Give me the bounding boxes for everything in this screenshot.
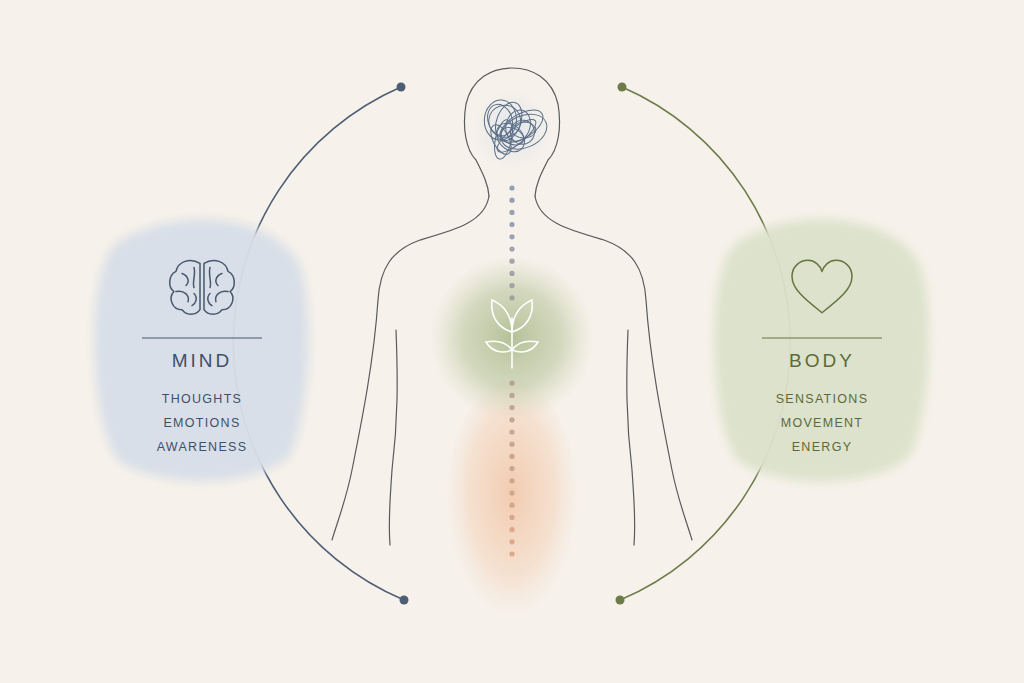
- spine-dot: [509, 295, 514, 300]
- spine-dot: [509, 405, 514, 410]
- spine-dot: [509, 490, 514, 495]
- divider-rule: [142, 337, 262, 338]
- brain-icon: [170, 261, 235, 315]
- head-glow: [472, 90, 552, 170]
- spine-dot: [509, 527, 514, 532]
- scribble-loop: [484, 101, 517, 139]
- spine-dot: [509, 417, 514, 422]
- lower-glow: [446, 380, 578, 630]
- concept-node: BODY SENSATIONS MOVEMENT ENERGY: [712, 212, 932, 489]
- spine-dot: [509, 429, 514, 434]
- spine-dot: [509, 222, 514, 227]
- arc-dot: [400, 596, 409, 605]
- leaf-icon: [486, 300, 538, 368]
- node-items: SENSATIONS MOVEMENT ENERGY: [776, 387, 869, 459]
- spine-dot: [509, 283, 514, 288]
- arc-dot: [397, 83, 406, 92]
- spine-dot: [509, 515, 514, 520]
- spine-dot: [509, 393, 514, 398]
- scribble-loop: [496, 108, 553, 156]
- heart-icon: [792, 260, 852, 312]
- spine-dot: [509, 271, 514, 276]
- scribble-loop: [502, 107, 534, 144]
- heart-glow: [430, 256, 594, 420]
- spine-dot: [509, 381, 514, 386]
- node-heading: BODY: [712, 349, 932, 373]
- arc-dot: [616, 596, 625, 605]
- spine-dot: [509, 503, 514, 508]
- divider-rule: [762, 337, 882, 338]
- concept-node: MIND THOUGHTS EMOTIONS AWARENESS: [92, 212, 312, 489]
- spine-dot: [509, 454, 514, 459]
- node-heading: MIND: [92, 349, 312, 373]
- spine-dot: [509, 442, 514, 447]
- spine-dot: [509, 210, 514, 215]
- scribble-loop: [482, 99, 527, 144]
- spine-dot: [509, 198, 514, 203]
- arc-dot: [618, 83, 627, 92]
- person-outline: [332, 68, 692, 545]
- scribble-loop: [491, 99, 527, 145]
- spine-dot: [509, 185, 514, 190]
- spine-dot: [509, 551, 514, 556]
- spine-dot: [509, 466, 514, 471]
- spine-dot: [509, 259, 514, 264]
- spine-dot: [509, 539, 514, 544]
- spine-dots: [509, 185, 514, 556]
- spine-dot: [509, 478, 514, 483]
- thought-scribble: [482, 99, 552, 161]
- spine-dot: [509, 234, 514, 239]
- node-items: THOUGHTS EMOTIONS AWARENESS: [157, 387, 248, 459]
- spine-dot: [509, 246, 514, 251]
